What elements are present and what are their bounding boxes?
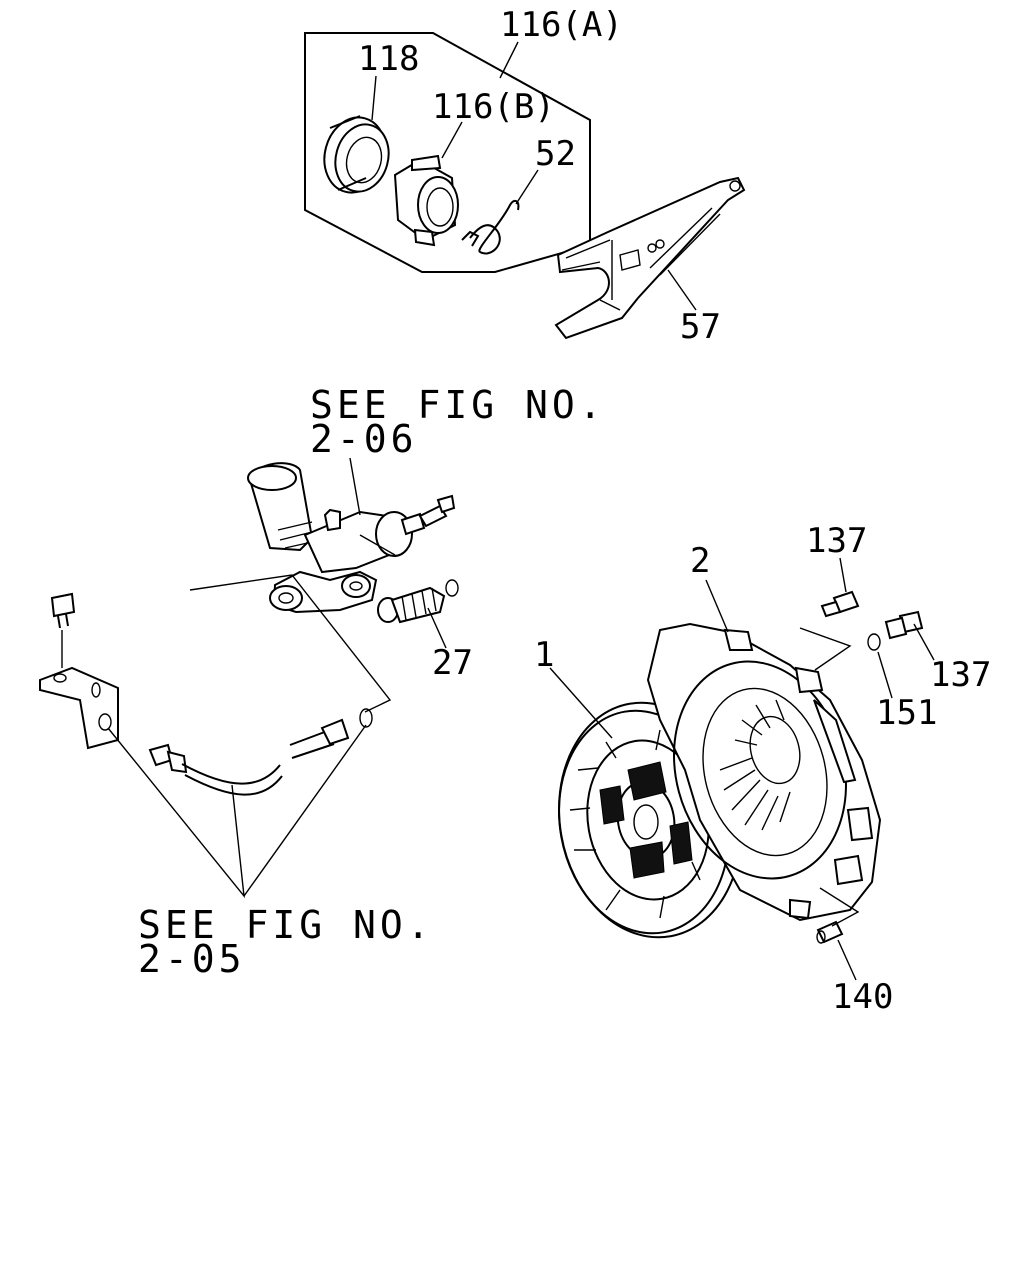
reference-fig-205-line1: SEE FIG NO.: [138, 903, 434, 947]
callout-137-top: 137: [806, 521, 867, 561]
leader-118: [371, 75, 377, 121]
dowel-pin-140: [816, 920, 844, 944]
callout-27: 27: [432, 643, 473, 683]
sleeve-116b: [393, 154, 459, 247]
callout-116b: 116(B): [432, 87, 555, 127]
callout-151: 151: [876, 693, 937, 733]
reference-fig-205-line2: 2-05: [138, 937, 246, 981]
leader-151: [877, 651, 893, 699]
leader-57: [667, 269, 697, 311]
leader-1: [549, 667, 613, 739]
leader-2: [705, 579, 729, 633]
reference-fig-206-line2: 2-06: [310, 417, 418, 461]
leader-fig-206: [349, 457, 361, 516]
leader-116a: [499, 41, 519, 79]
clutch-hose: [148, 708, 373, 796]
callout-1: 1: [534, 635, 554, 675]
leader-slave-piston: [359, 534, 396, 556]
leader-137-right: [913, 623, 935, 661]
callout-116a: 116(A): [500, 5, 623, 45]
leader-fig-206-lines: [189, 574, 392, 713]
callout-137-right: 137: [930, 655, 991, 695]
spring-piston-27: [377, 579, 459, 624]
clutch-cover-2: [646, 622, 882, 922]
leader-116b: [441, 121, 463, 159]
leader-27: [427, 607, 447, 649]
callout-118: 118: [358, 39, 419, 79]
leader-pin-hole: [819, 887, 860, 927]
washer-151: [867, 633, 881, 651]
release-bearing-kit-group: [304, 32, 591, 273]
bolt-137-top: [820, 590, 860, 618]
callout-140: 140: [832, 977, 893, 1017]
reference-fig-206-line1: SEE FIG NO.: [310, 383, 606, 427]
slave-cylinder: [247, 462, 456, 614]
leader-137-top: [839, 557, 847, 593]
release-fork-57: [554, 176, 746, 340]
spring-clip-52: [461, 199, 520, 255]
kit-outline: [304, 32, 591, 273]
bolt-137-right: [884, 610, 924, 640]
leader-52: [515, 169, 539, 205]
leader-140: [837, 939, 857, 981]
callout-52: 52: [535, 134, 576, 174]
bracket-bolt-group: [39, 592, 119, 750]
leader-fig-205: [107, 724, 367, 899]
bearing-118: [323, 115, 390, 194]
leader-bolt-holes: [799, 627, 852, 671]
callout-57: 57: [680, 307, 721, 347]
callout-2: 2: [690, 541, 710, 581]
